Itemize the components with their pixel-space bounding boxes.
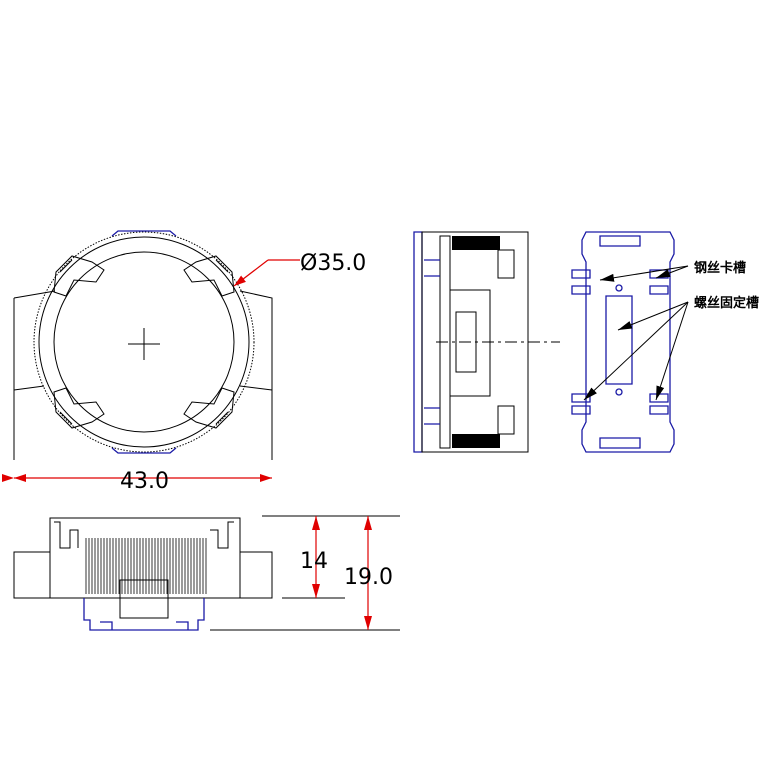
width-label: 43.0 [120,469,169,494]
battery-cavity [53,251,235,433]
knurled-ring [33,231,255,453]
clip-bottom-left [53,387,105,429]
height-inner-label: 14 [300,549,328,574]
ribbed-contact [85,538,207,594]
side-view [413,231,560,453]
outer-ring [38,236,250,448]
screw-slot-label: 螺丝固定槽 [694,295,759,311]
front-view [13,515,400,631]
clip-top-left [53,255,105,297]
wire-slot-label: 钢丝卡槽 [694,260,746,276]
height-dimension-14: 14 [300,516,328,598]
height-dimension-19: 19.0 [344,516,393,630]
top-view [13,230,273,460]
callout-arrows [583,265,689,401]
bottom-view [571,231,675,453]
clip-top-right [183,255,235,297]
clip-bottom-right [183,387,235,429]
width-dimension: 43.0 [2,469,272,494]
height-total-label: 19.0 [344,565,393,590]
diameter-callout: Ø35.0 [233,251,366,287]
diameter-label: Ø35.0 [300,251,366,276]
